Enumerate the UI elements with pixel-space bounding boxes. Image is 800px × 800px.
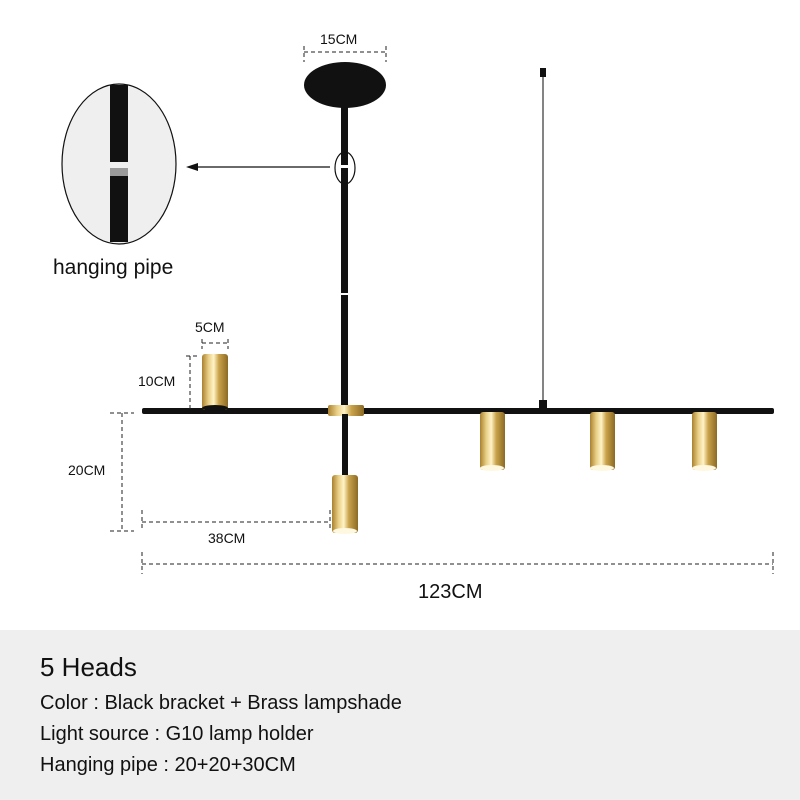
hanging-pipe bbox=[341, 95, 348, 411]
offset-length-label: 38CM bbox=[208, 530, 246, 546]
lamp-shade-right-2 bbox=[590, 412, 615, 471]
total-length-label: 123CM bbox=[418, 581, 483, 603]
lamp-drawing bbox=[61, 46, 774, 574]
spec-color: Color : Black bracket + Brass lampshade bbox=[40, 692, 402, 714]
zoom-detail-label: hanging pipe bbox=[53, 256, 174, 279]
dimension-lines bbox=[110, 339, 774, 574]
horizontal-bracket bbox=[142, 408, 774, 414]
brass-joint bbox=[328, 405, 364, 416]
zoom-detail-ellipse bbox=[61, 83, 177, 245]
lamp-shade-right-3 bbox=[692, 412, 717, 471]
arrow-icon bbox=[186, 163, 330, 171]
spec-light-source: Light source : G10 lamp holder bbox=[40, 723, 314, 745]
shade-height-label: 10CM bbox=[138, 373, 176, 389]
spec-hanging-pipe: Hanging pipe : 20+20+30CM bbox=[40, 754, 296, 776]
ceiling-canopy bbox=[304, 62, 386, 108]
specs-panel: 5 Heads Color : Black bracket + Brass la… bbox=[0, 630, 800, 800]
lamp-shade-up bbox=[202, 354, 228, 411]
lamp-shade-center bbox=[332, 475, 358, 534]
canopy-width-label: 15CM bbox=[320, 31, 358, 47]
product-dimension-diagram: 15CM hanging pipe 5CM 10CM 20CM 38CM 123… bbox=[53, 31, 774, 603]
lamp-shade-right-1 bbox=[480, 412, 505, 471]
canopy-dimension-line bbox=[303, 46, 387, 62]
specs-title: 5 Heads bbox=[40, 652, 137, 682]
shade-diameter-label: 5CM bbox=[195, 319, 225, 335]
drop-height-label: 20CM bbox=[68, 462, 106, 478]
